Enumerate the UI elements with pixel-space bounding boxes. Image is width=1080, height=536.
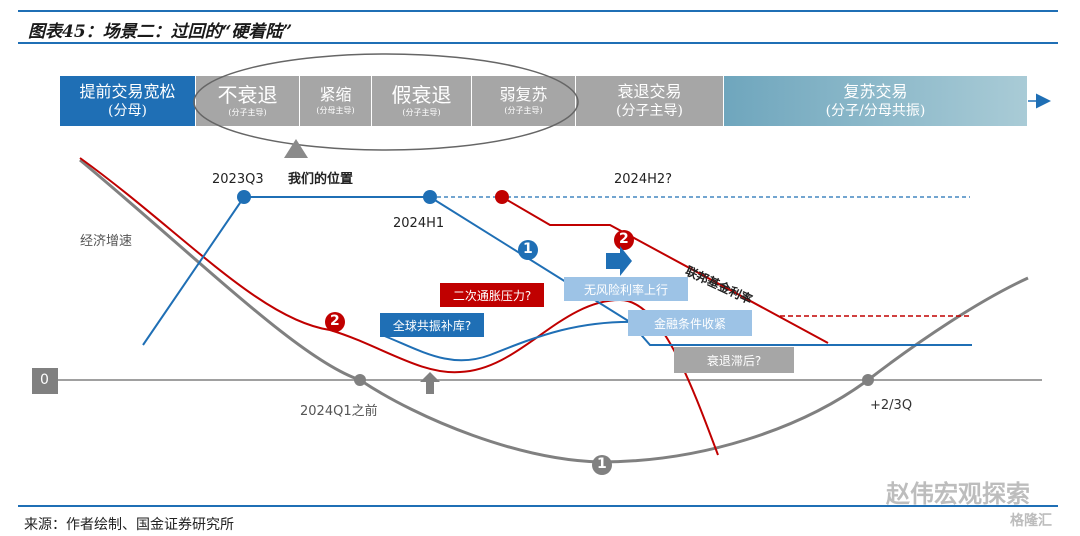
phase-no-recession-main: 不衰退 bbox=[217, 83, 278, 107]
phase-weak-recovery-sub: (分子主导) bbox=[504, 106, 543, 115]
marker-1-gray-text: 1 bbox=[597, 456, 607, 472]
phase-tightening-main: 紧缩 bbox=[319, 85, 352, 104]
title-bar: 图表45：场景二：过回的“硬着陆” bbox=[18, 10, 1058, 44]
label-23q: +2/3Q bbox=[870, 398, 913, 413]
fed-rate-line bbox=[501, 196, 829, 344]
marker-2-red-left bbox=[325, 312, 345, 332]
phase-easing: 提前交易宽松 (分母) bbox=[60, 76, 196, 126]
box-lag: 衰退滞后? bbox=[674, 347, 794, 373]
zero-box bbox=[32, 368, 58, 394]
phase-fake-recession: 假衰退 (分子主导) bbox=[372, 76, 472, 126]
phase-recession-trade: 衰退交易 (分子主导) bbox=[576, 76, 724, 126]
box-riskfree: 无风险利率上行 bbox=[564, 277, 688, 301]
up-arrow-icon bbox=[420, 372, 440, 394]
marker-2-red-top bbox=[614, 230, 634, 250]
label-growth: 经济增速 bbox=[80, 234, 133, 249]
position-triangle bbox=[284, 139, 308, 158]
box-inflation: 二次通胀压力? bbox=[440, 283, 544, 307]
phase-recession-trade-sub: (分子主导) bbox=[616, 103, 683, 119]
label-before-2024q1: 2024Q1之前 bbox=[300, 404, 378, 419]
dot-2024h2 bbox=[495, 190, 509, 204]
blue-curve bbox=[381, 320, 641, 362]
marker-1-blue-text: 1 bbox=[523, 241, 533, 257]
dot-23q bbox=[862, 374, 874, 386]
box-financial: 金融条件收紧 bbox=[628, 310, 752, 336]
phase-recovery-trade: 复苏交易 (分子/分母共振) bbox=[724, 76, 1028, 126]
label-2024h2: 2024H2? bbox=[614, 172, 673, 187]
footer-line bbox=[18, 505, 1058, 507]
phase-easing-main: 提前交易宽松 bbox=[79, 82, 176, 101]
phase-recovery-trade-sub: (分子/分母共振) bbox=[825, 103, 926, 119]
marker-1-gray bbox=[592, 455, 612, 475]
watermark-main: 赵伟宏观探索 bbox=[886, 480, 1030, 508]
phase-fake-recession-main: 假衰退 bbox=[391, 83, 452, 107]
phase-recovery-trade-main: 复苏交易 bbox=[843, 82, 908, 101]
phase-weak-recovery: 弱复苏 (分子主导) bbox=[472, 76, 576, 126]
red-curve bbox=[79, 157, 719, 456]
phase-no-recession: 不衰退 (分子主导) bbox=[196, 76, 300, 126]
box-restock: 全球共振补库? bbox=[380, 313, 484, 337]
label-2023q3: 2023Q3 bbox=[212, 172, 264, 187]
phase-ellipse bbox=[193, 53, 579, 151]
marker-2-red-left-text: 2 bbox=[330, 313, 340, 329]
dot-2023q3 bbox=[237, 190, 251, 204]
source-note: 来源：作者绘制、国金证券研究所 bbox=[24, 517, 234, 533]
zero-label: 0 bbox=[40, 372, 49, 388]
figure-title: 图表45：场景二：过回的“硬着陆” bbox=[28, 22, 293, 42]
phase-weak-recovery-main: 弱复苏 bbox=[499, 85, 548, 104]
phase-fake-recession-sub: (分子主导) bbox=[402, 108, 441, 117]
label-position: 我们的位置 bbox=[288, 172, 354, 187]
marker-2-red-top-text: 2 bbox=[619, 231, 629, 247]
growth-curve bbox=[79, 158, 1029, 464]
dot-2024h1 bbox=[423, 190, 437, 204]
phase-tightening: 紧缩 (分母主导) bbox=[300, 76, 372, 126]
phase-no-recession-sub: (分子主导) bbox=[228, 108, 267, 117]
phase-easing-sub: (分母) bbox=[108, 103, 147, 119]
dot-2024q1 bbox=[354, 374, 366, 386]
phase-tightening-sub: (分母主导) bbox=[316, 106, 355, 115]
watermark-corner: 格隆汇 bbox=[1010, 513, 1052, 529]
right-arrow-icon bbox=[606, 246, 632, 276]
phase-recession-trade-main: 衰退交易 bbox=[617, 82, 682, 101]
marker-1-blue bbox=[518, 240, 538, 260]
label-2024h1: 2024H1 bbox=[393, 216, 445, 231]
